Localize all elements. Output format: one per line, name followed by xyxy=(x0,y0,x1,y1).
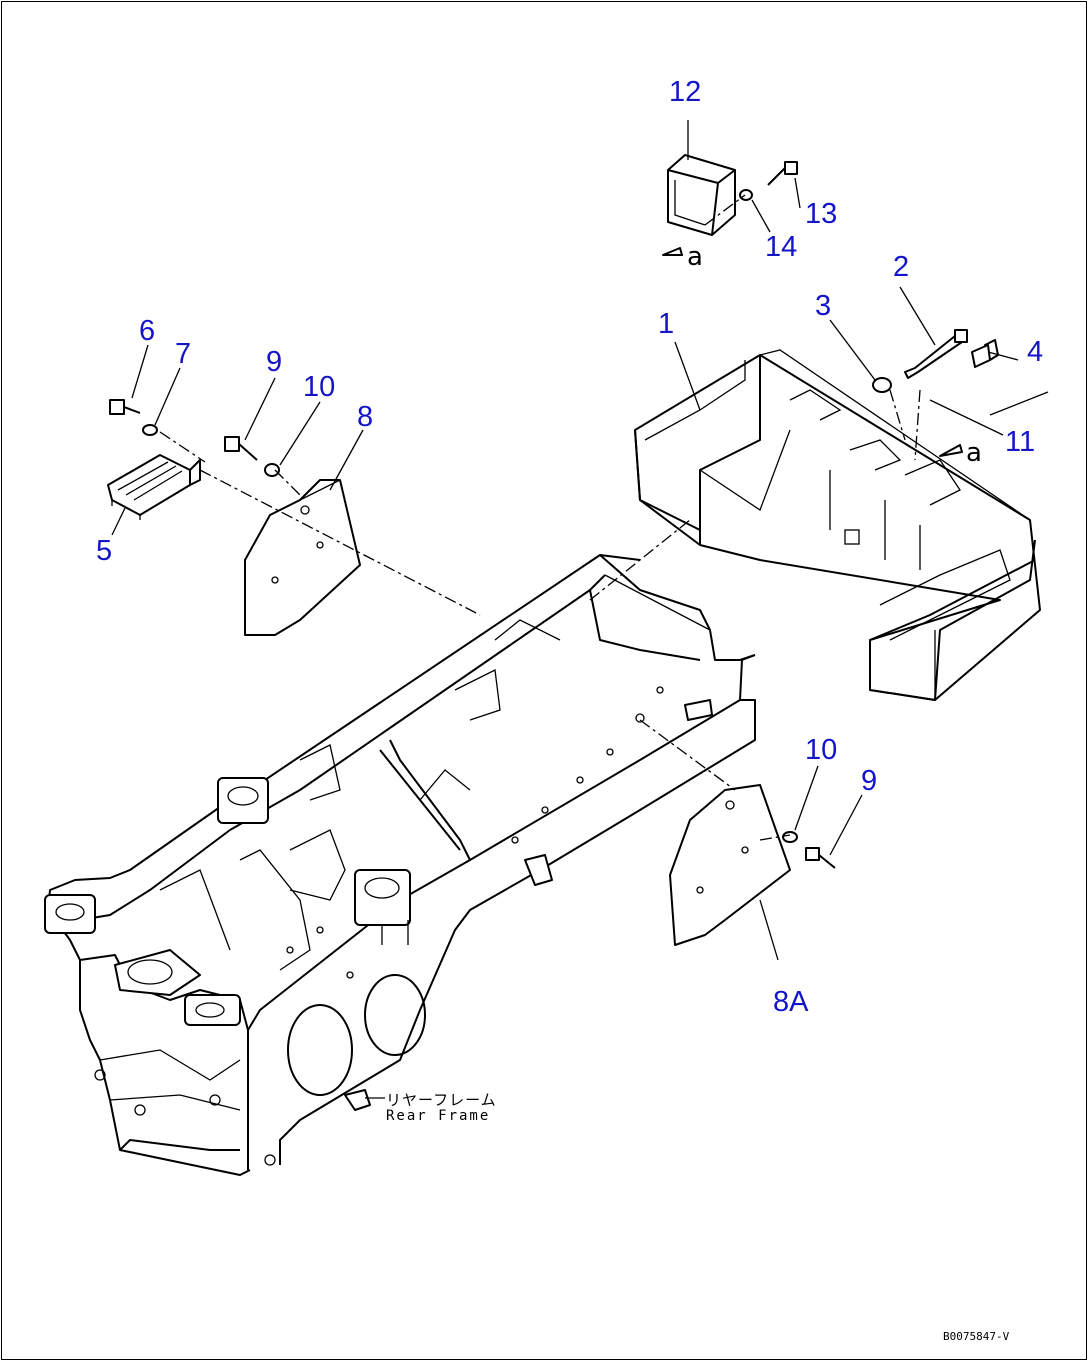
counterweight xyxy=(634,339,1041,701)
callout-9-top: 9 xyxy=(266,346,283,378)
callout-9-bottom: 9 xyxy=(861,765,878,797)
ref-a-right: a xyxy=(966,438,982,468)
step xyxy=(107,454,201,520)
callout-14: 14 xyxy=(765,231,798,263)
rear-frame xyxy=(44,554,756,1176)
fasteners xyxy=(109,161,991,869)
fender-plate-8 xyxy=(244,479,361,636)
callout-8: 8 xyxy=(357,401,374,433)
callout-3: 3 xyxy=(815,290,832,322)
callout-10-bottom: 10 xyxy=(805,734,838,766)
fender-plate-8a xyxy=(669,784,791,946)
callout-12: 12 xyxy=(669,76,702,108)
cover-box xyxy=(667,154,736,236)
callout-10-top: 10 xyxy=(303,371,336,403)
drawing-code: B0075847-V xyxy=(943,1330,1010,1343)
callout-1: 1 xyxy=(658,308,675,340)
frame-label-japanese: リヤーフレーム xyxy=(386,1091,497,1109)
callout-11: 11 xyxy=(1005,426,1036,458)
ref-a-top: a xyxy=(687,242,703,272)
callout-7: 7 xyxy=(175,338,192,370)
callout-2: 2 xyxy=(893,251,910,283)
callout-4: 4 xyxy=(1027,336,1044,368)
callout-6: 6 xyxy=(139,315,156,347)
callout-8a: 8A xyxy=(773,986,809,1018)
callout-5: 5 xyxy=(96,535,113,567)
callout-13: 13 xyxy=(805,198,838,230)
leader-lines xyxy=(111,120,1049,961)
frame-label-english: Rear Frame xyxy=(386,1108,491,1124)
